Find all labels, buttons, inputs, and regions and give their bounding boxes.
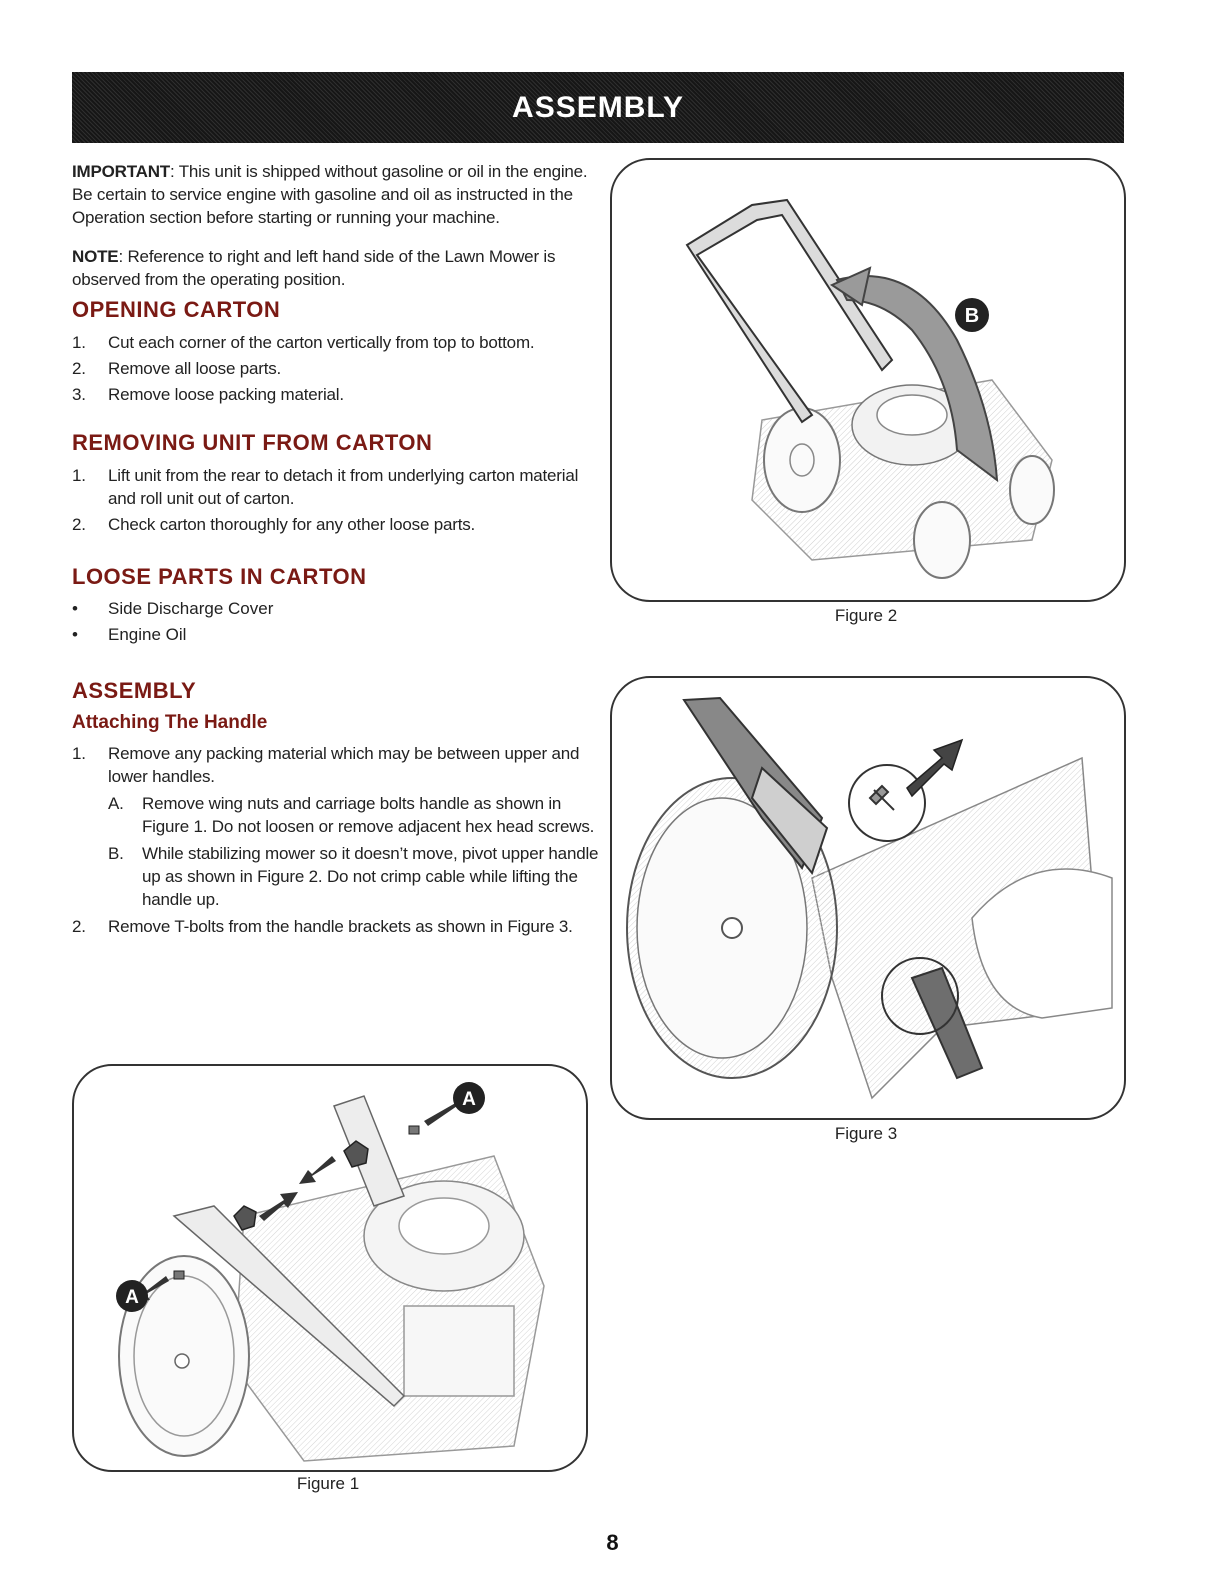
mower-handle-pivot-illustration: B	[685, 198, 1055, 579]
note-paragraph: NOTE: Reference to right and left hand s…	[72, 245, 600, 291]
figure-1: A A	[72, 1064, 588, 1472]
section-banner: ASSEMBLY	[72, 72, 1124, 143]
list-item: •Engine Oil	[72, 625, 187, 644]
callout-a-badge-top	[453, 1082, 485, 1114]
list-item: B.While stabilizing mower so it doesn’t …	[108, 844, 599, 909]
callout-b-badge	[955, 298, 989, 332]
callout-a-label-left: A	[125, 1287, 139, 1308]
list-item: 2.Check carton thoroughly for any other …	[72, 515, 476, 534]
removing-unit-steps: 1.Lift unit from the rear to detach it f…	[72, 464, 600, 536]
opening-carton-steps: 1.Cut each corner of the carton vertical…	[72, 331, 600, 406]
page-title: ASSEMBLY	[512, 90, 684, 124]
callout-b-label: B	[965, 305, 979, 327]
list-item: 1.Lift unit from the rear to detach it f…	[72, 466, 579, 508]
callout-a-label-top: A	[462, 1089, 476, 1110]
figure-3-caption: Figure 3	[834, 1124, 898, 1143]
list-item: 2.Remove all loose parts.	[72, 359, 282, 378]
list-item: 1.Remove any packing material which may …	[72, 744, 580, 786]
figure-2-caption: Figure 2	[834, 606, 898, 625]
callout-a-badge-left	[116, 1280, 148, 1312]
loose-parts-heading: LOOSE PARTS IN CARTON	[72, 564, 367, 589]
figure-1-caption: Figure 1	[296, 1474, 360, 1493]
t-bolt-removal-illustration	[626, 696, 1113, 1100]
figure-3	[610, 676, 1126, 1120]
important-paragraph: IMPORTANT: This unit is shipped without …	[72, 160, 600, 229]
list-item: 2.Remove T-bolts from the handle bracket…	[72, 917, 573, 936]
note-label: NOTE	[72, 247, 119, 266]
list-item: •Side Discharge Cover	[72, 599, 274, 618]
important-text: : This unit is shipped without gasoline …	[72, 162, 588, 227]
wing-nut-removal-illustration: A A	[116, 1082, 545, 1462]
assembly-heading: ASSEMBLY	[72, 678, 197, 703]
list-item: 1.Cut each corner of the carton vertical…	[72, 333, 535, 352]
text-column: IMPORTANT: This unit is shipped without …	[72, 160, 600, 938]
list-item: 3.Remove loose packing material.	[72, 385, 344, 404]
assembly-steps: 1.Remove any packing material which may …	[72, 742, 600, 938]
attaching-handle-heading: Attaching The Handle	[72, 712, 268, 733]
note-text: : Reference to right and left hand side …	[72, 247, 556, 289]
removing-unit-heading: REMOVING UNIT FROM CARTON	[72, 430, 433, 455]
figure-2: B	[610, 158, 1126, 602]
loose-parts-list: •Side Discharge Cover •Engine Oil	[72, 596, 600, 648]
important-label: IMPORTANT	[72, 162, 170, 181]
list-item: A.Remove wing nuts and carriage bolts ha…	[108, 794, 595, 836]
opening-carton-heading: OPENING CARTON	[72, 297, 281, 322]
page-number: 8	[606, 1530, 619, 1555]
